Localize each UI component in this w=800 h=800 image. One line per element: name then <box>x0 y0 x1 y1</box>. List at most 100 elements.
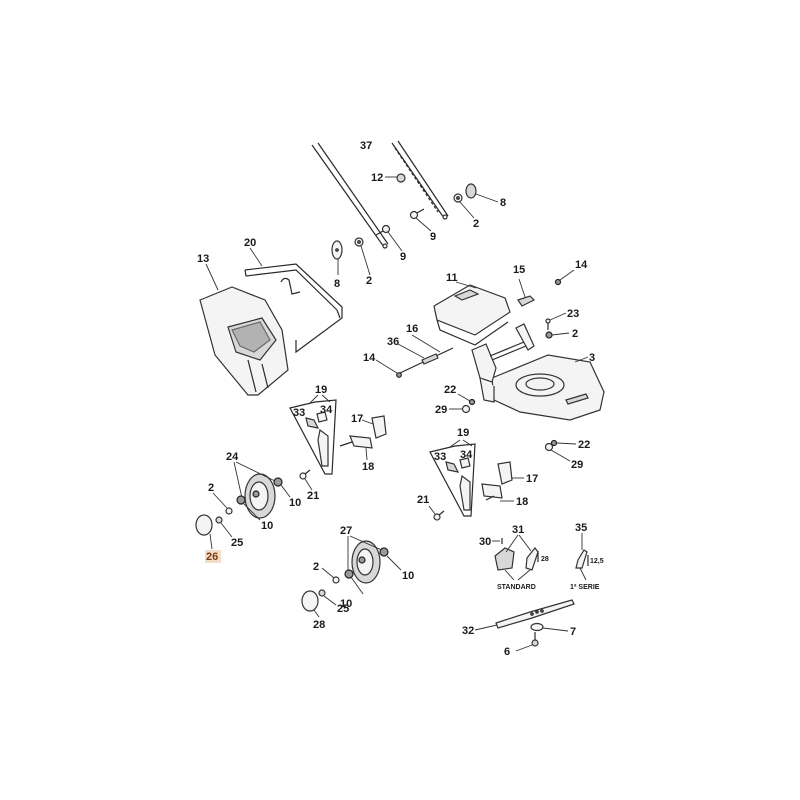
part-25-bolt-rear <box>215 516 233 538</box>
label-20: 20 <box>244 237 256 249</box>
label-27: 27 <box>340 525 352 537</box>
part-22-nut-upper <box>457 393 476 406</box>
part-2-washer-front <box>321 567 340 584</box>
part-35-adapter-first-series <box>575 533 589 581</box>
label-32: 32 <box>462 625 474 637</box>
label-2-right: 2 <box>572 328 578 340</box>
label-14-upper: 14 <box>575 259 588 271</box>
label-9-upper: 9 <box>430 231 436 243</box>
part-14-screw-left <box>375 359 402 378</box>
part-10-nut-front-a <box>379 547 402 571</box>
label-13: 13 <box>197 253 209 265</box>
label-2-rear: 2 <box>208 482 214 494</box>
label-33-left: 33 <box>293 407 305 419</box>
handle-left <box>311 142 389 249</box>
label-19-right: 19 <box>457 427 469 439</box>
part-2-washer-upper <box>453 193 475 219</box>
part-9-bolt-lower <box>375 224 403 252</box>
part-36-spring <box>397 343 439 365</box>
label-24: 24 <box>226 451 239 463</box>
dimension-28: 28 <box>541 556 549 563</box>
part-2-washer-rear <box>212 492 233 515</box>
label-22-right: 22 <box>578 439 590 451</box>
label-25-rear: 25 <box>231 537 243 549</box>
label-14-left: 14 <box>363 352 376 364</box>
part-16-rod <box>399 334 454 374</box>
label-2-lower: 2 <box>366 275 372 287</box>
part-11-cover <box>433 281 511 346</box>
part-14-screw-upper <box>554 269 575 286</box>
part-29-washer-right <box>544 442 571 462</box>
label-37: 37 <box>360 140 372 152</box>
label-19-left: 19 <box>315 384 327 396</box>
label-10-rear-a: 10 <box>289 497 301 509</box>
part-8-knob-lower <box>331 240 343 275</box>
label-22-upper: 22 <box>444 384 456 396</box>
part-15-latch <box>517 278 536 307</box>
label-15: 15 <box>513 264 525 276</box>
part-12-knob <box>385 173 406 183</box>
part-19-height-adjuster-left <box>289 394 337 475</box>
part-31-adapter-standard <box>494 534 539 581</box>
label-12: 12 <box>371 172 383 184</box>
label-21-left: 21 <box>307 490 319 502</box>
label-26: 26 <box>206 551 218 563</box>
label-29-upper: 29 <box>435 404 447 416</box>
label-17-left: 17 <box>351 413 363 425</box>
part-22-nut-right <box>550 439 577 447</box>
label-11: 11 <box>446 272 458 284</box>
part-18-plate-left <box>339 435 373 461</box>
part-19-height-adjuster-right <box>429 439 476 517</box>
part-21-screw-left <box>299 469 313 491</box>
part-6-bolt <box>515 632 539 652</box>
part-24-wheel-rear <box>233 461 278 519</box>
part-3-mower-deck <box>471 323 605 421</box>
label-6: 6 <box>504 646 510 658</box>
label-17-right: 17 <box>526 473 538 485</box>
label-2-upper: 2 <box>473 218 479 230</box>
note-standard: STANDARD <box>497 584 536 591</box>
dimension-12-5: 12,5 <box>590 558 604 565</box>
part-23-bolt <box>545 312 567 330</box>
label-30: 30 <box>479 536 491 548</box>
label-35: 35 <box>575 522 587 534</box>
part-8-knob-upper <box>465 183 499 203</box>
part-9-bolt-upper <box>409 208 432 232</box>
part-2-washer-lower <box>354 237 371 276</box>
part-18-plate-right <box>481 483 514 502</box>
label-25-front: 25 <box>337 603 349 615</box>
part-32-blade <box>474 599 575 631</box>
label-8-upper: 8 <box>500 197 506 209</box>
label-34-left: 34 <box>320 404 333 416</box>
part-7-washer <box>530 622 569 632</box>
label-18-left: 18 <box>362 461 374 473</box>
part-29-washer-upper <box>449 404 471 414</box>
label-2-front: 2 <box>313 561 319 573</box>
part-10-nut-rear-b <box>236 495 261 521</box>
label-16: 16 <box>406 323 418 335</box>
label-28: 28 <box>313 619 325 631</box>
part-10-nut-rear-a <box>273 477 291 498</box>
part-17-bracket-right <box>497 461 524 485</box>
part-17-bracket-left <box>361 415 387 439</box>
part-13-grass-bag <box>199 263 289 396</box>
label-23: 23 <box>567 308 579 320</box>
handle-right <box>391 140 449 220</box>
label-18-right: 18 <box>516 496 528 508</box>
label-10-rear-b: 10 <box>261 520 273 532</box>
label-7: 7 <box>570 626 576 638</box>
part-27-wheel-front <box>347 535 385 584</box>
part-10-nut-front-b <box>344 569 364 595</box>
label-33-right: 33 <box>434 451 446 463</box>
label-3: 3 <box>589 352 595 364</box>
part-30-key <box>492 538 503 544</box>
part-2-washer-right <box>545 331 570 339</box>
note-first-series: 1ª SERIE <box>570 584 600 591</box>
label-10-front-b: 10 <box>340 598 352 610</box>
label-21-right: 21 <box>417 494 429 506</box>
label-36: 36 <box>387 336 399 348</box>
label-9-lower: 9 <box>400 251 406 263</box>
part-21-screw-right <box>428 505 445 521</box>
label-8-lower: 8 <box>334 278 340 290</box>
